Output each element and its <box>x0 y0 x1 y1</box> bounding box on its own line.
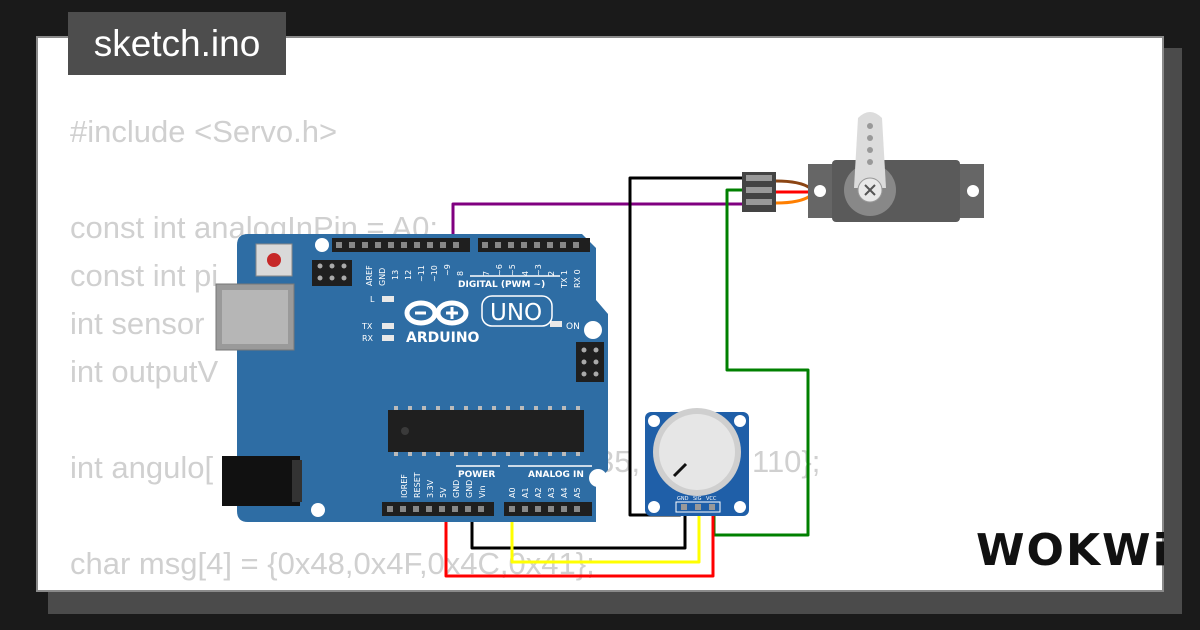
mount-hole <box>648 501 660 513</box>
led-label-l: L <box>370 295 375 304</box>
chip-pins <box>394 406 580 456</box>
led-label-tx: TX <box>361 322 373 331</box>
code-line: const int analogInPin = A0; <box>70 210 438 245</box>
wire-black-gnd[interactable] <box>470 505 687 550</box>
code-line: int angulo[ <box>70 450 214 485</box>
pot-indicator <box>672 462 688 478</box>
chip-notch <box>401 427 409 435</box>
digital-pin-labels: AREF GND 13 12 ~11 ~10 ~9 8 7 ~6 ~5 4 ~3… <box>365 264 582 289</box>
servo-hole <box>967 185 979 197</box>
power-label: POWER <box>458 470 495 480</box>
pin-label: 3.3V <box>426 479 435 498</box>
wokwi-logo[interactable]: WOKWi <box>976 525 1168 577</box>
pin-label: 7 <box>482 271 491 276</box>
pin-label: AREF <box>365 265 374 286</box>
analog-label: ANALOG IN <box>528 470 584 480</box>
led-l <box>382 296 394 302</box>
servo-hole <box>814 185 826 197</box>
pin-label: A0 <box>508 487 517 498</box>
pin-label: 4 <box>521 271 530 276</box>
pin-label: ~3 <box>534 264 543 276</box>
pot-pin-frame <box>675 501 721 513</box>
pot-pin-label: GND <box>677 496 689 502</box>
pin-label: IOREF <box>400 474 409 498</box>
wokwi-logo-text: WOKWi <box>976 525 1170 576</box>
code-fragment: 110}; <box>752 444 820 479</box>
pin-label: RX 0 <box>573 269 582 288</box>
mount-hole <box>584 321 602 339</box>
bottom-header-pins <box>387 506 580 512</box>
pin-label: A2 <box>534 487 543 498</box>
pot-pin-labels: GND SIG VCC <box>677 496 717 502</box>
pin-label: GND <box>465 480 474 498</box>
pin-label: 8 <box>456 271 465 276</box>
pin-label: Vin <box>478 485 487 498</box>
pin-label: A5 <box>573 487 582 498</box>
icsp-header <box>312 260 352 286</box>
pin-label: ~11 <box>417 265 426 282</box>
pin-label: 13 <box>391 270 400 280</box>
mount-hole <box>648 415 660 427</box>
mount-hole <box>589 469 607 487</box>
power-jack-rim <box>292 460 302 502</box>
power-header <box>382 502 494 516</box>
reset-button-cap[interactable] <box>267 253 281 267</box>
pot-pin-label: SIG <box>693 496 702 502</box>
pin-label: TX 1 <box>560 270 569 289</box>
arduino-brand: ARDUINO <box>406 330 480 346</box>
pin-label: A3 <box>547 487 556 498</box>
led-label-rx: RX <box>362 334 374 343</box>
wire-red[interactable] <box>444 505 715 578</box>
arduino-board[interactable]: AREF GND 13 12 ~11 ~10 ~9 8 7 ~6 ~5 4 ~3… <box>215 234 608 522</box>
pin-label: ~6 <box>495 264 504 276</box>
file-tab-label: sketch.ino <box>93 22 261 64</box>
pin-label: ~9 <box>443 264 452 276</box>
power-jack <box>222 456 300 506</box>
led-rx <box>382 335 394 341</box>
servo-motor[interactable] <box>742 112 984 222</box>
mount-hole <box>734 501 746 513</box>
code-line: int sensor <box>70 306 205 341</box>
file-tab[interactable]: sketch.ino <box>68 12 286 75</box>
led-label-on: ON <box>566 322 580 332</box>
pin-label: ~5 <box>508 264 517 276</box>
code-line: const int pi <box>70 258 219 293</box>
wire-purple[interactable] <box>451 202 744 247</box>
pin-label: 2 <box>547 271 556 276</box>
pin-label: A4 <box>560 487 569 498</box>
potentiometer[interactable]: GND SIG VCC <box>645 408 749 516</box>
code-background: #include <Servo.h> const int analogInPin… <box>70 108 595 588</box>
mount-hole <box>311 503 325 517</box>
icsp-header-right <box>576 342 604 382</box>
code-line: #include <Servo.h> <box>70 114 338 149</box>
pin-label: RESET <box>413 472 422 498</box>
pin-label: 12 <box>404 270 413 280</box>
pot-knob[interactable] <box>659 414 735 490</box>
code-line: int outputV <box>70 354 219 389</box>
pot-pin-label: VCC <box>706 496 717 502</box>
uno-label: UNO <box>490 300 542 326</box>
analog-pin-labels: A0 A1 A2 A3 A4 A5 <box>508 487 582 498</box>
digital-header-pins <box>336 242 579 248</box>
pin-label: 5V <box>439 487 448 498</box>
servo-screw-icon <box>864 184 876 196</box>
pin-label: GND <box>452 480 461 498</box>
usb-connector-face <box>222 290 288 344</box>
arduino-logo-icon <box>404 300 469 326</box>
led-on <box>550 321 562 327</box>
pin-label: GND <box>378 268 387 286</box>
pin-label: ~10 <box>430 265 439 282</box>
power-pin-labels: IOREF RESET 3.3V 5V GND GND Vin <box>400 472 487 498</box>
mount-hole <box>315 238 329 252</box>
wire-yellow[interactable] <box>510 505 701 564</box>
led-tx <box>382 323 394 329</box>
microcontroller-chip <box>388 410 584 452</box>
uno-badge <box>481 295 553 327</box>
digital-label: DIGITAL (PWM ~) <box>458 280 545 290</box>
pin-label: A1 <box>521 487 530 498</box>
mount-hole <box>734 415 746 427</box>
